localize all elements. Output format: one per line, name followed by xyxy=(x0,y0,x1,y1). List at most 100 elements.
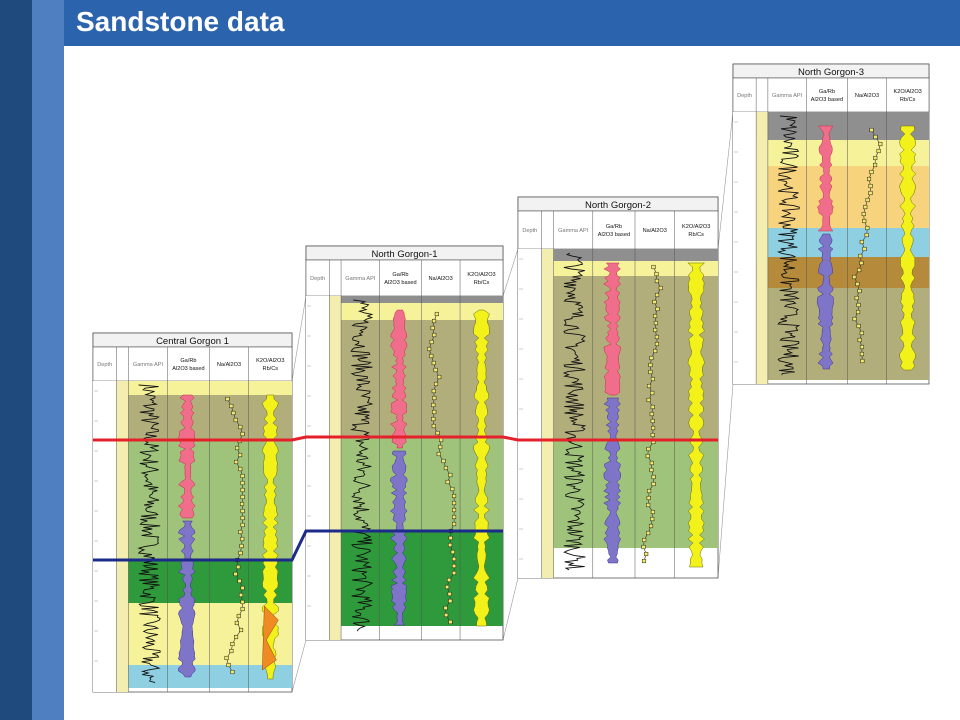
na-al-marker xyxy=(646,397,651,403)
na-al-marker xyxy=(431,388,436,394)
na-al-marker xyxy=(855,281,860,287)
na-al-marker xyxy=(452,563,457,569)
zone-band xyxy=(93,381,292,395)
na-al-marker xyxy=(859,239,864,245)
na-al-marker xyxy=(437,374,442,380)
na-al-marker xyxy=(649,460,654,466)
column-header-label: Ga/Rb xyxy=(606,224,622,230)
na-al-marker xyxy=(865,197,870,203)
na-al-marker xyxy=(238,550,243,556)
na-al-marker xyxy=(859,260,864,266)
na-al-marker xyxy=(650,509,655,515)
column-header-label: Depth xyxy=(310,276,325,282)
well-name: North Gorgon-3 xyxy=(798,67,864,78)
formation-column xyxy=(541,249,554,578)
na-al-marker xyxy=(852,316,857,322)
na-al-marker xyxy=(444,612,449,618)
column-header-label: Gamma API xyxy=(345,276,376,282)
na-al-marker xyxy=(240,480,245,486)
na-al-marker xyxy=(429,339,434,345)
na-al-marker xyxy=(234,634,239,640)
column-header-label: K2O/Al2O3 xyxy=(467,272,495,278)
column-header-label: Al2O3 based xyxy=(598,232,630,238)
na-al-marker xyxy=(651,264,656,270)
na-al-marker xyxy=(240,606,245,612)
na-al-marker xyxy=(651,481,656,487)
column-header-label: Al2O3 based xyxy=(384,280,416,286)
column-header-label: Ga/Rb xyxy=(180,358,196,364)
na-al-marker xyxy=(439,437,444,443)
na-al-marker xyxy=(431,423,436,429)
na-al-marker xyxy=(233,571,238,577)
depth-column xyxy=(518,249,542,578)
k2o-al-fill xyxy=(899,125,917,371)
na-al-marker xyxy=(860,358,865,364)
na-al-marker xyxy=(448,619,453,625)
na-al-marker xyxy=(868,183,873,189)
na-al-marker xyxy=(868,190,873,196)
na-al-marker xyxy=(653,327,658,333)
na-al-marker xyxy=(852,274,857,280)
na-al-marker xyxy=(448,598,453,604)
zone-band xyxy=(93,665,292,688)
na-al-marker xyxy=(646,502,651,508)
na-al-marker xyxy=(240,508,245,514)
na-al-marker xyxy=(646,383,652,389)
sidebar-light-bar xyxy=(32,0,64,720)
column-header-label: Depth xyxy=(737,93,752,99)
header-band xyxy=(64,0,960,46)
column-header-label: Al2O3 based xyxy=(811,97,843,103)
column-header-label: Rb/Cs xyxy=(263,366,279,372)
na-al-marker xyxy=(230,669,235,675)
na-al-marker xyxy=(450,486,455,492)
column-header-label: K2O/Al2O3 xyxy=(893,89,921,95)
well-name: North Gorgon-2 xyxy=(585,200,651,211)
na-al-trace xyxy=(853,129,881,362)
well-name: Central Gorgon 1 xyxy=(156,336,229,347)
na-al-marker xyxy=(240,515,245,521)
connector-1 xyxy=(291,295,307,693)
column-header-label: Depth xyxy=(522,228,537,234)
correlation-line-blue xyxy=(93,529,503,562)
na-al-marker xyxy=(230,641,235,647)
gamma-log-trace xyxy=(776,115,801,376)
na-al-marker xyxy=(650,376,655,382)
column-header-label: Ga/Rb xyxy=(392,272,408,278)
na-al-marker xyxy=(863,204,868,210)
na-al-marker xyxy=(862,218,867,224)
na-al-marker xyxy=(430,325,435,331)
na-al-marker xyxy=(649,355,654,361)
formation-column xyxy=(756,112,768,384)
column-header-label: Depth xyxy=(97,362,112,368)
na-al-marker xyxy=(864,232,869,238)
column-header-label: Na/Al2O3 xyxy=(217,362,241,368)
na-al-marker xyxy=(856,302,861,308)
na-al-marker xyxy=(650,390,655,396)
formation-column xyxy=(329,296,342,640)
ga-rb-fill-purple xyxy=(389,450,408,626)
na-al-marker xyxy=(862,246,867,252)
na-al-marker xyxy=(646,495,651,501)
na-al-marker xyxy=(861,211,866,217)
depth-column xyxy=(306,296,330,640)
na-al-marker xyxy=(649,467,654,473)
connector-3 xyxy=(717,111,734,579)
na-al-marker xyxy=(873,155,878,161)
na-al-marker xyxy=(654,334,659,340)
na-al-marker xyxy=(650,432,655,438)
na-al-marker xyxy=(873,134,878,140)
na-al-marker xyxy=(854,295,859,301)
na-al-marker xyxy=(229,403,234,409)
na-al-marker xyxy=(857,337,862,343)
column-header-row xyxy=(732,77,930,113)
na-al-marker xyxy=(452,507,457,513)
na-al-marker xyxy=(647,488,652,494)
na-al-marker xyxy=(645,453,650,459)
na-al-marker xyxy=(653,320,658,326)
correlation-line-red xyxy=(93,435,718,442)
na-al-marker xyxy=(452,521,457,527)
na-al-marker xyxy=(224,655,229,661)
